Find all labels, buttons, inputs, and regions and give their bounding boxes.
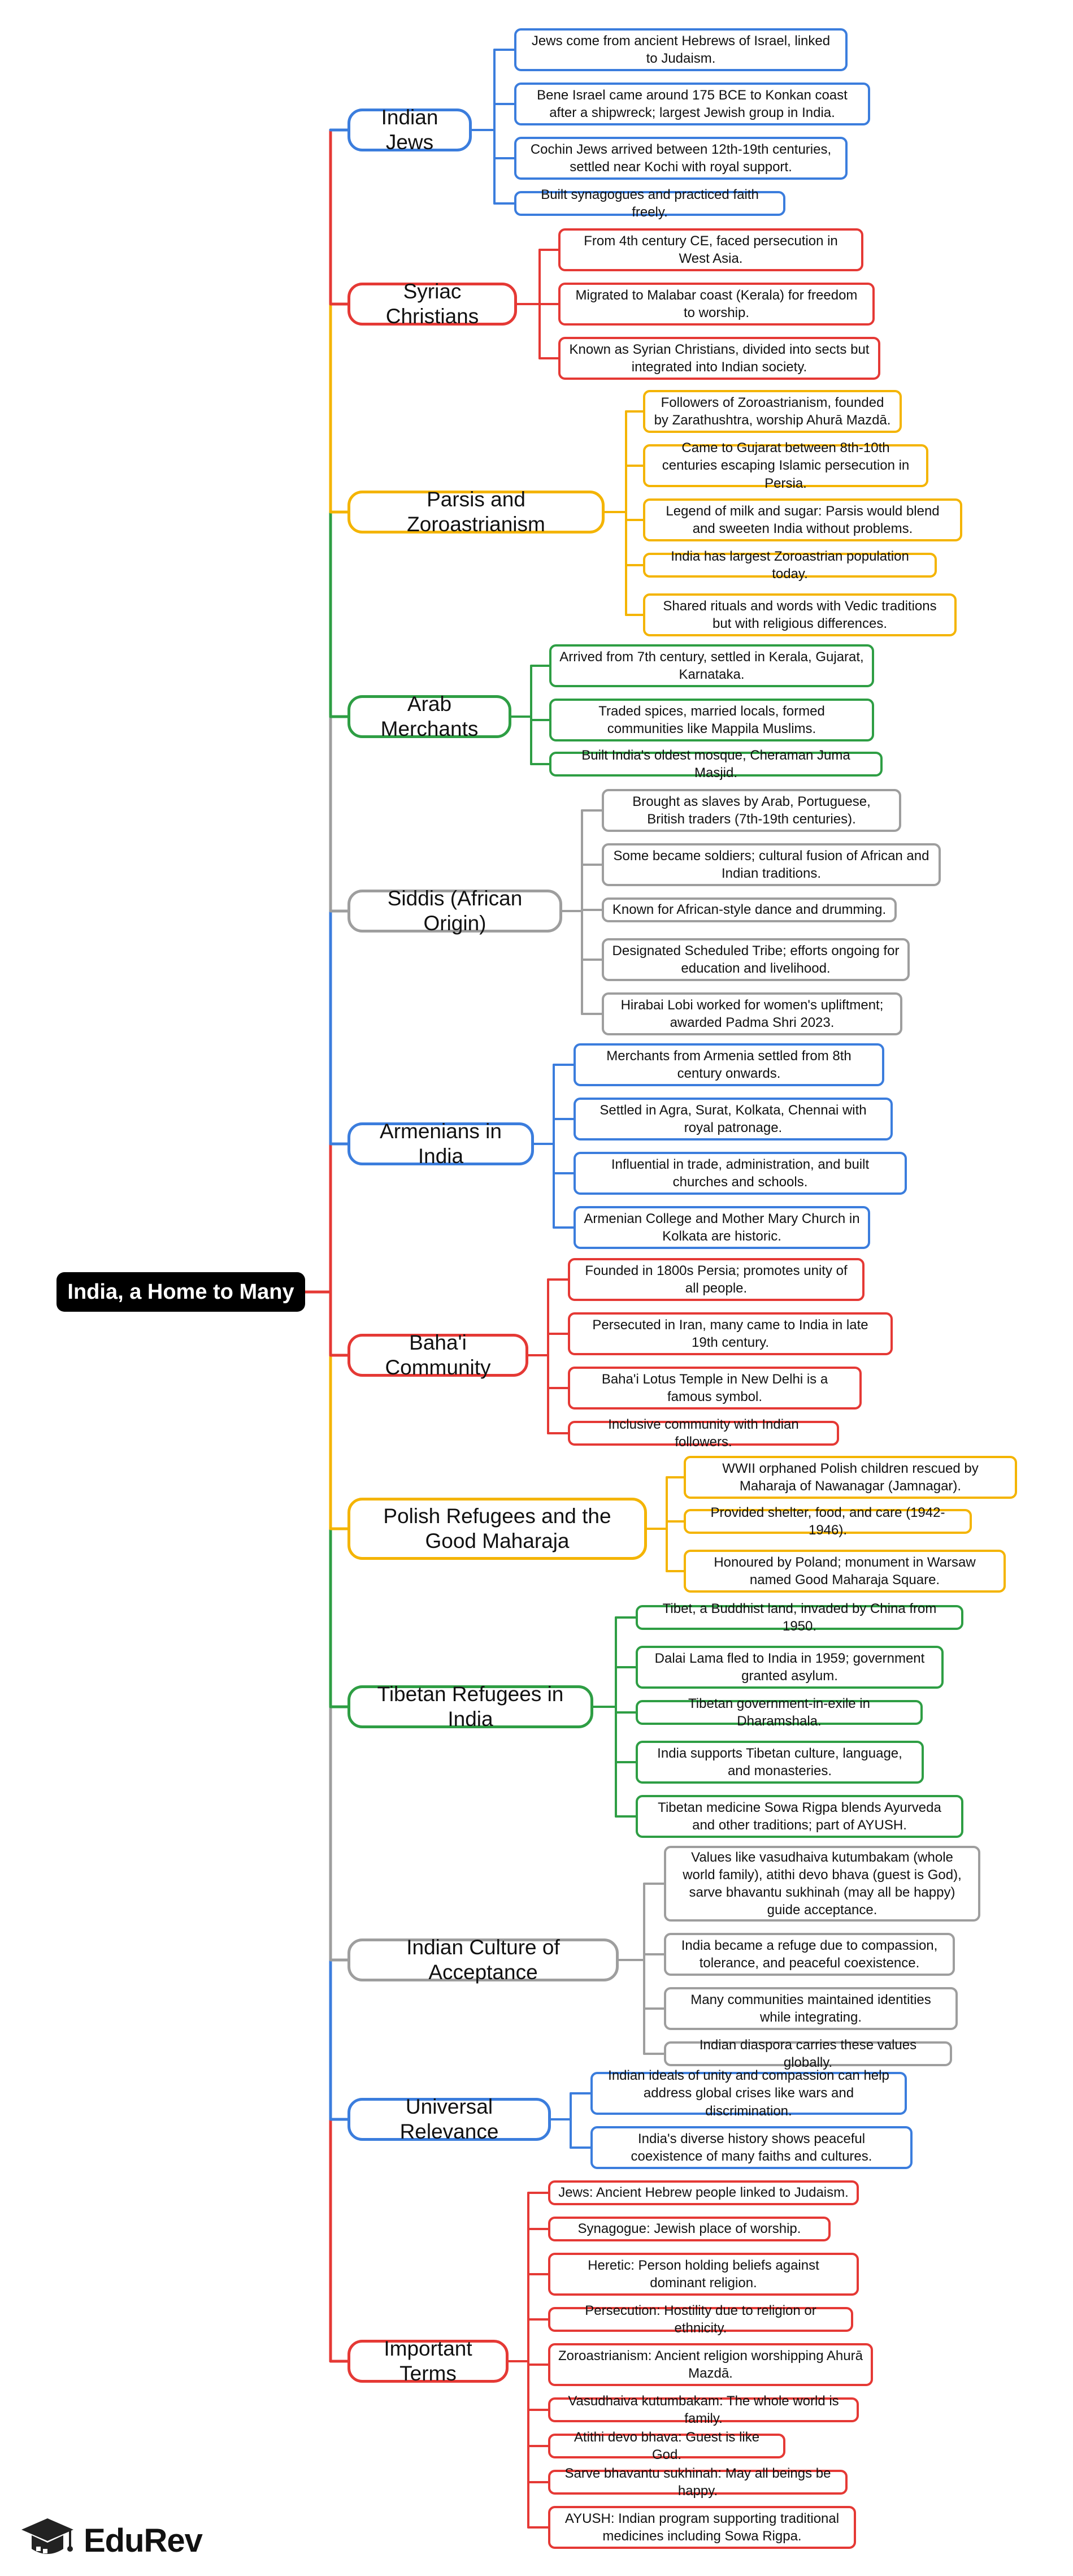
leaf-node: Legend of milk and sugar: Parsis would b… (643, 498, 962, 541)
leaf-node: Dalai Lama fled to India in 1959; govern… (636, 1646, 944, 1689)
leaf-node: Values like vasudhaiva kutumbakam (whole… (664, 1846, 980, 1922)
leaf-node: India supports Tibetan culture, language… (636, 1741, 924, 1784)
graduation-cap-icon (21, 2518, 73, 2554)
branch-node: Siddis (African Origin) (347, 887, 562, 935)
branch-node: Syriac Christians (347, 280, 517, 328)
leaf-node: Inclusive community with Indian follower… (568, 1417, 839, 1450)
leaf-node: Cochin Jews arrived between 12th-19th ce… (514, 137, 848, 180)
leaf-node: Persecution: Hostility due to religion o… (548, 2303, 853, 2336)
leaf-node: Merchants from Armenia settled from 8th … (574, 1043, 884, 1086)
leaf-node: Influential in trade, administration, an… (574, 1152, 907, 1195)
leaf-node: Honoured by Poland; monument in Warsaw n… (684, 1550, 1006, 1593)
branch-node: Armenians in India (347, 1120, 534, 1168)
leaf-node: Arrived from 7th century, settled in Ker… (549, 644, 874, 687)
leaf-node: Baha'i Lotus Temple in New Delhi is a fa… (568, 1367, 862, 1410)
leaf-node: Indian ideals of unity and compassion ca… (590, 2068, 907, 2119)
branch-node: Indian Jews (347, 106, 472, 154)
leaf-node: India became a refuge due to compassion,… (664, 1933, 955, 1976)
leaf-node: Tibetan medicine Sowa Rigpa blends Ayurv… (636, 1795, 963, 1838)
leaf-node: From 4th century CE, faced persecution i… (558, 228, 863, 271)
branch-node: Polish Refugees and the Good Maharaja (347, 1498, 647, 1560)
branch-node: Parsis and Zoroastrianism (347, 488, 605, 536)
leaf-node: Vasudhaiva kutumbakam: The whole world i… (548, 2393, 859, 2426)
leaf-node: Built synagogues and practiced faith fre… (514, 187, 785, 220)
root-node: India, a Home to Many (57, 1272, 305, 1312)
leaf-node: Built India's oldest mosque, Cheraman Ju… (549, 748, 883, 780)
leaf-node: India has largest Zoroastrian population… (643, 549, 937, 582)
leaf-node: Sarve bhavantu sukhinah: May all beings … (548, 2466, 848, 2499)
leaf-node: Jews come from ancient Hebrews of Israel… (514, 28, 848, 71)
leaf-node: Atithi devo bhava: Guest is like God. (548, 2430, 785, 2462)
leaf-node: WWII orphaned Polish children rescued by… (684, 1456, 1017, 1499)
leaf-node: Some became soldiers; cultural fusion of… (602, 843, 941, 886)
leaf-node: Designated Scheduled Tribe; efforts ongo… (602, 938, 910, 981)
leaf-node: Armenian College and Mother Mary Church … (574, 1206, 870, 1249)
leaf-node: Came to Gujarat between 8th-10th centuri… (643, 440, 928, 491)
leaf-node: Known for African-style dance and drummi… (602, 897, 897, 922)
leaf-node: Followers of Zoroastrianism, founded by … (643, 390, 902, 433)
leaf-node: Persecuted in Iran, many came to India i… (568, 1312, 893, 1355)
leaf-node: Tibetan government-in-exile in Dharamsha… (636, 1696, 923, 1729)
leaf-node: Traded spices, married locals, formed co… (549, 699, 874, 741)
branch-node: Baha'i Community (347, 1331, 528, 1379)
leaf-node: Bene Israel came around 175 BCE to Konka… (514, 83, 870, 125)
leaf-node: Indian diaspora carries these values glo… (664, 2037, 952, 2070)
leaf-node: Settled in Agra, Surat, Kolkata, Chennai… (574, 1098, 893, 1140)
leaf-node: Many communities maintained identities w… (664, 1987, 958, 2030)
leaf-node: India's diverse history shows peaceful c… (590, 2126, 913, 2169)
branch-node: Tibetan Refugees in India (347, 1682, 593, 1731)
leaf-node: Synagogue: Jewish place of worship. (548, 2217, 831, 2241)
leaf-node: Known as Syrian Christians, divided into… (558, 337, 880, 380)
leaf-node: Provided shelter, food, and care (1942-1… (684, 1505, 972, 1538)
leaf-node: Founded in 1800s Persia; promotes unity … (568, 1258, 865, 1301)
branch-node: Important Terms (347, 2337, 509, 2385)
branch-node: Universal Relevance (347, 2095, 551, 2143)
branch-node: Indian Culture of Acceptance (347, 1936, 619, 1984)
leaf-node: Hirabai Lobi worked for women's upliftme… (602, 992, 902, 1035)
leaf-node: Shared rituals and words with Vedic trad… (643, 593, 957, 636)
leaf-node: Zoroastrianism: Ancient religion worship… (548, 2343, 873, 2386)
brand-name: EduRev (84, 2522, 203, 2559)
leaf-node: Tibet, a Buddhist land, invaded by China… (636, 1601, 963, 1634)
leaf-node: AYUSH: Indian program supporting traditi… (548, 2506, 856, 2549)
edurev-logo: EduRev (19, 2515, 203, 2566)
branch-node: Arab Merchants (347, 692, 511, 740)
leaf-node: Brought as slaves by Arab, Portuguese, B… (602, 789, 901, 832)
leaf-node: Migrated to Malabar coast (Kerala) for f… (558, 283, 875, 326)
leaf-node: Jews: Ancient Hebrew people linked to Ju… (548, 2180, 859, 2205)
leaf-node: Heretic: Person holding beliefs against … (548, 2253, 859, 2296)
